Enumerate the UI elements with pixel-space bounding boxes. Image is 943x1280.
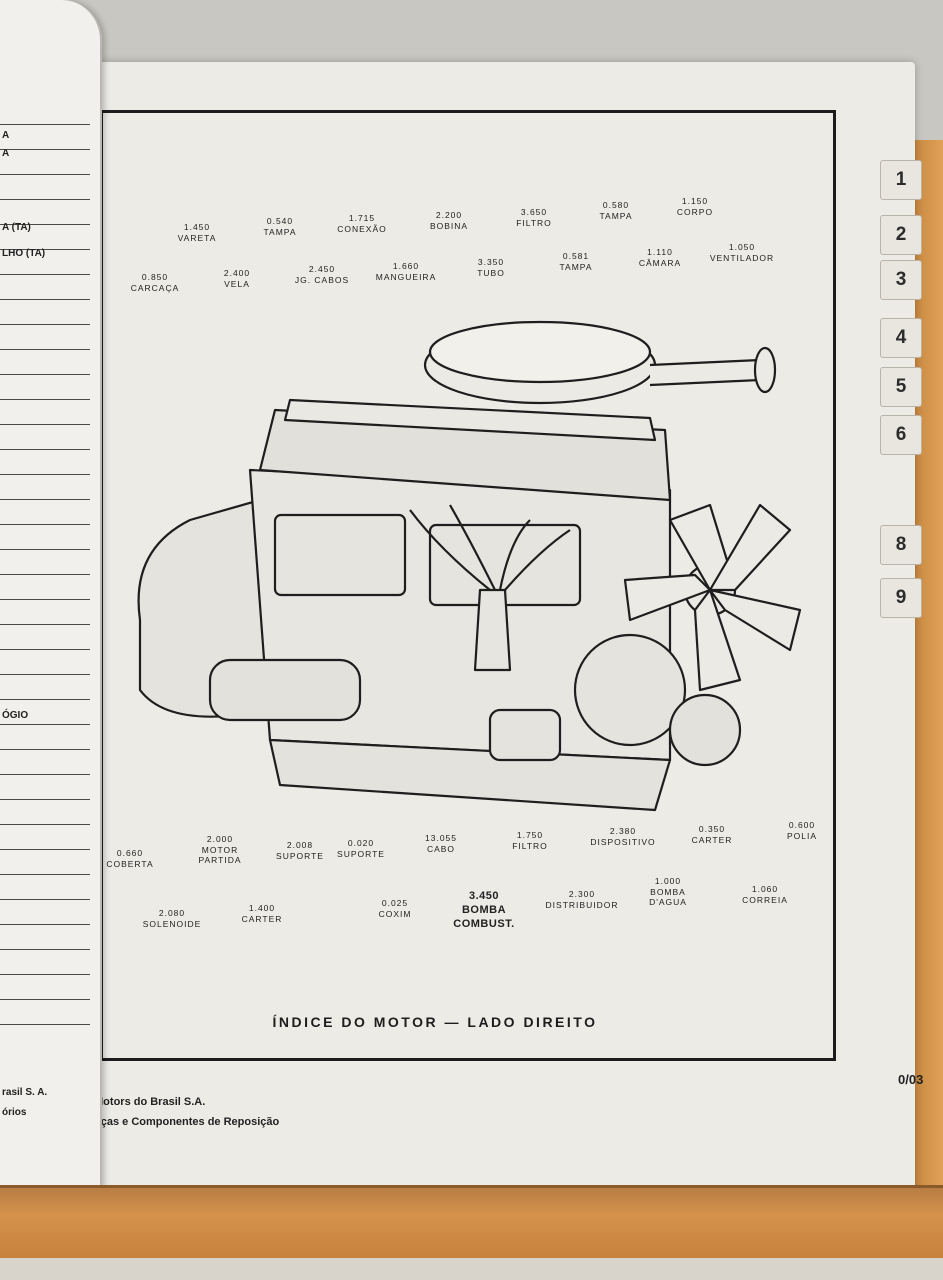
publisher-department: Depto. Peças e Componentes de Reposição bbox=[50, 1116, 280, 1128]
left-page-text: A bbox=[2, 130, 10, 141]
binder-cover-bottom bbox=[0, 1185, 943, 1258]
section-tab-2[interactable]: 2 bbox=[880, 215, 922, 255]
left-page-text: A (TA) bbox=[2, 222, 31, 233]
left-page-edge: A A A (TA) LHO (TA) ÓGIO rasil S. A. óri… bbox=[0, 0, 102, 1200]
section-tab-3[interactable]: 3 bbox=[880, 260, 922, 300]
page-number: 0/03 bbox=[898, 1072, 924, 1087]
left-page-text: A bbox=[2, 148, 10, 159]
left-page-text: rasil S. A. bbox=[2, 1087, 48, 1098]
engine-illustration bbox=[137, 320, 802, 812]
section-tab-9[interactable]: 9 bbox=[880, 578, 922, 618]
left-page-text: órios bbox=[2, 1107, 27, 1118]
section-tab-5[interactable]: 5 bbox=[880, 367, 922, 407]
section-tab-1[interactable]: 1 bbox=[880, 160, 922, 200]
ruled-lines bbox=[0, 100, 90, 1030]
left-page-text: LHO (TA) bbox=[2, 248, 46, 259]
section-tab-4[interactable]: 4 bbox=[880, 318, 922, 358]
section-tab-6[interactable]: 6 bbox=[880, 415, 922, 455]
left-page-text: ÓGIO bbox=[2, 710, 29, 721]
section-tab-8[interactable]: 8 bbox=[880, 525, 922, 565]
binder-cover-edge bbox=[912, 140, 943, 1200]
diagram-caption: ÍNDICE DO MOTOR — LADO DIREITO bbox=[272, 1014, 598, 1030]
